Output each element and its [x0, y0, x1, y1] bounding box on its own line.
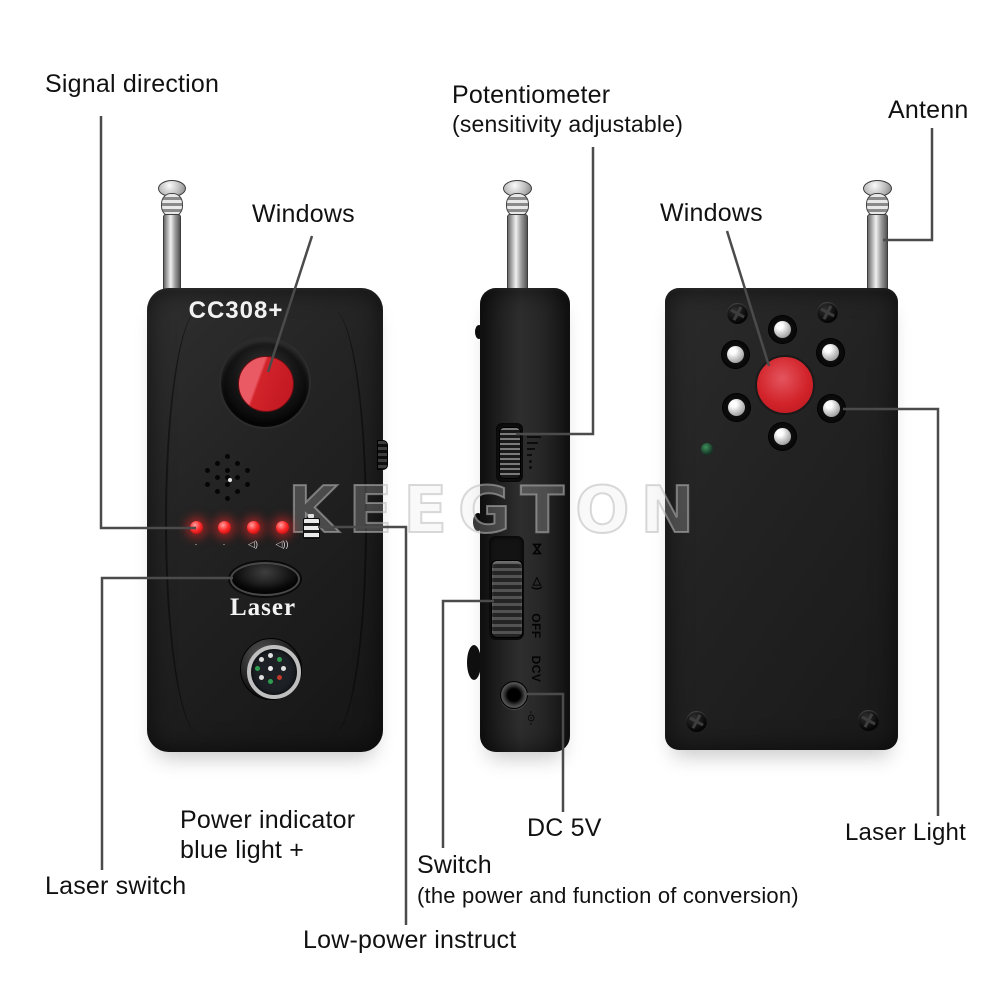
screw-icon	[817, 302, 838, 323]
laser-switch-button	[230, 562, 300, 596]
low-power-label: Low-power instruct	[303, 926, 517, 954]
power-indicator-label-line1: Power indicator	[180, 806, 356, 834]
laser-button-label: Laser	[229, 594, 297, 621]
mode-switch-slider	[491, 560, 523, 638]
red-viewing-window	[238, 356, 294, 412]
red-viewing-window-back	[755, 355, 815, 415]
antenna-tube	[507, 214, 528, 296]
side-edge-bump-top	[475, 325, 483, 339]
speaker-grille-icon	[225, 475, 230, 480]
signal-led-2	[218, 521, 231, 534]
battery-body	[303, 518, 320, 539]
off-marking: OFF	[529, 613, 543, 639]
laser-led	[769, 423, 796, 450]
side-edge-bump-lower	[467, 645, 481, 680]
potentiometer-label-line2: (sensitivity adjustable)	[452, 110, 684, 137]
signal-led-4	[276, 521, 289, 534]
signal-led-1	[190, 521, 203, 534]
side-edge-bump-upper	[473, 513, 483, 531]
dc5v-label: DC 5V	[527, 814, 602, 842]
signal-level-icon-2: ·	[222, 539, 226, 549]
windows-front-label: Windows	[252, 200, 355, 228]
potentiometer-recess	[496, 423, 523, 482]
power-indicator-label-line2: blue light +	[180, 835, 305, 864]
laser-led	[769, 316, 796, 343]
potentiometer-label: Potentiometer (sensitivity adjustable)	[452, 81, 683, 138]
windows-back-label: Windows	[660, 199, 763, 227]
laser-led	[723, 394, 750, 421]
detection-lens	[219, 337, 311, 429]
power-indicator-label: Power indicator blue light +	[180, 806, 355, 865]
switch-label-line1: Switch	[417, 851, 492, 879]
mode-switch-track	[489, 536, 524, 640]
antenna-label: Antenn	[888, 96, 969, 124]
signal-level-icon-4: ◁))	[275, 539, 289, 549]
signal-level-icon-3: ◁)	[248, 539, 258, 549]
green-indicator-led	[701, 443, 713, 455]
speaker-grille-highlight	[228, 478, 232, 482]
signal-direction-label: Signal direction	[45, 70, 220, 98]
potentiometer-wheel	[499, 427, 521, 479]
dc-polarity-icon: -⊙-	[525, 710, 536, 726]
screw-icon	[727, 303, 748, 324]
vibrate-mode-icon: ⋈	[530, 542, 545, 556]
sound-mode-icon: ◁)	[531, 576, 543, 592]
sensitivity-scale-marks	[527, 436, 541, 469]
dc-power-jack	[500, 681, 528, 709]
antenna-tube	[163, 214, 181, 296]
compass-ring	[247, 645, 301, 699]
model-label: CC308+	[188, 297, 284, 324]
screw-icon	[686, 711, 707, 732]
compass-icon	[240, 638, 302, 700]
signal-led-3	[247, 521, 260, 534]
potentiometer-label-line1: Potentiometer	[452, 81, 611, 109]
compass-marks	[268, 666, 273, 671]
dcv-marking: DCV	[529, 655, 543, 683]
battery-terminal	[308, 514, 314, 518]
laser-led	[817, 339, 844, 366]
antenna-tube	[867, 214, 888, 296]
signal-level-icon-1: ·	[194, 539, 198, 549]
laser-led	[722, 341, 749, 368]
battery-icon	[303, 514, 320, 539]
laser-led	[818, 395, 845, 422]
laser-light-label: Laser Light	[845, 819, 966, 846]
switch-label-line2: (the power and function of conversion)	[417, 883, 799, 908]
potentiometer-edge-nub	[377, 440, 388, 470]
laser-switch-label: Laser switch	[45, 872, 187, 900]
screw-icon	[858, 710, 879, 731]
